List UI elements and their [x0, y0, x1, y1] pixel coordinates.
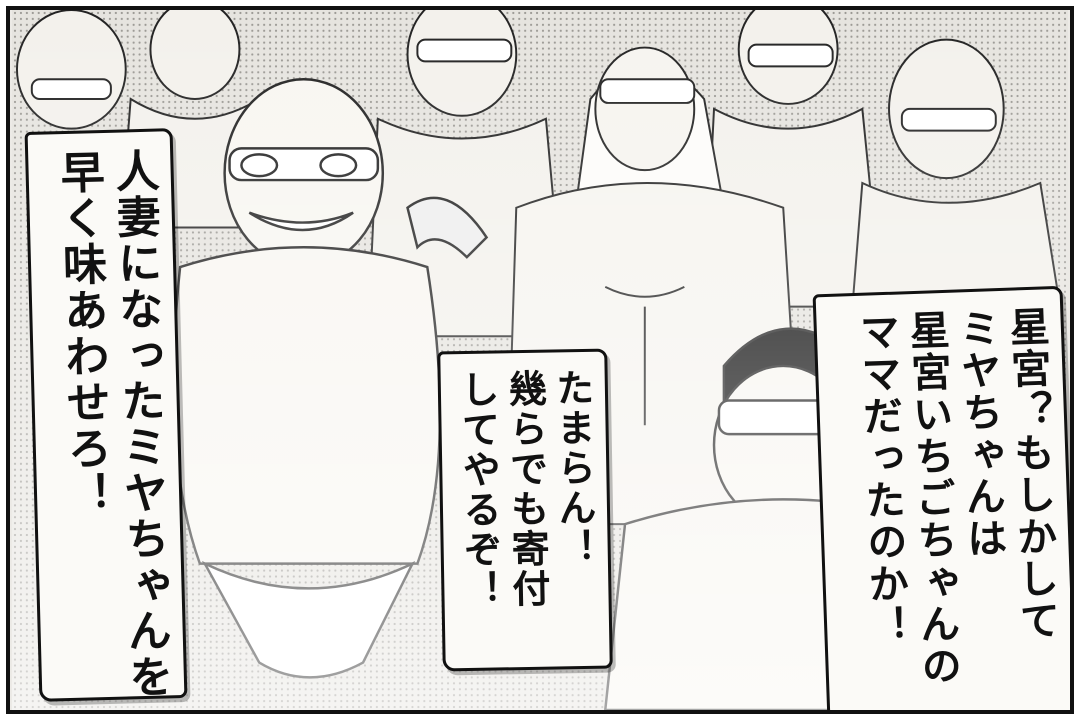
- speech-bubble-middle: たまらん！ 幾らでも寄付 してやるぞ！: [437, 348, 613, 672]
- speech-text-left: 人妻になったミヤちゃんを 早く味あわせろ！: [52, 147, 173, 701]
- speech-bubble-right: 星宮？もしかして ミヤちゃんは 星宮いちごちゃんの ママだったのか！: [812, 285, 1070, 710]
- speech-text-middle: たまらん！ 幾らでも寄付 してやるぞ！: [454, 367, 598, 611]
- speech-bubble-left: 人妻になったミヤちゃんを 早く味あわせろ！: [24, 128, 188, 702]
- speech-text-right: 星宮？もしかして ミヤちゃんは 星宮いちごちゃんの ママだったのか！: [852, 305, 1060, 689]
- manga-panel: 人妻になったミヤちゃんを 早く味あわせろ！ たまらん！ 幾らでも寄付 してやるぞ…: [6, 6, 1074, 714]
